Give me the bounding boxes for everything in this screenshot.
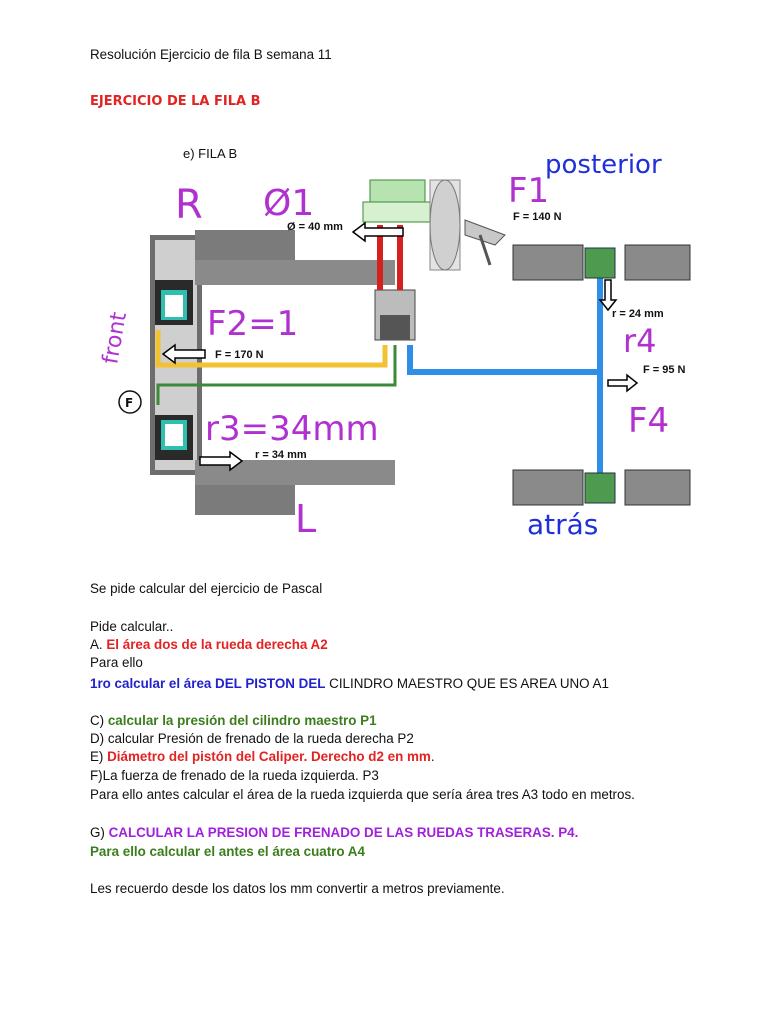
body-line-2: Pide calcular..: [90, 619, 174, 634]
label-force-170: F = 170 N: [215, 349, 264, 361]
hand-front: front: [98, 310, 132, 366]
hand-r3: r3=34mm: [205, 409, 379, 449]
body-line-3: A. El área dos de la rueda derecha A2: [90, 636, 328, 654]
item-g-text: CALCULAR LA PRESION DE FRENADO DE LAS RU…: [108, 825, 579, 840]
label-fila-b: e) FILA B: [183, 146, 237, 161]
hand-atras: atrás: [527, 508, 598, 535]
body-line-6: C) calcular la presión del cilindro maes…: [90, 712, 377, 730]
body-line-9: F)La fuerza de frenado de la rueda izqui…: [90, 768, 379, 783]
body-line-12: Para ello calcular el antes el área cuat…: [90, 844, 365, 859]
label-force-140: F = 140 N: [513, 211, 562, 223]
item-c-text: calcular la presión del cilindro maestro…: [107, 713, 377, 728]
brake-system-diagram: e) FILA B Ø = 40 mm F = 140 N F = 170 N …: [98, 146, 691, 535]
page-header: Resolución Ejercicio de fila B semana 11: [90, 47, 332, 62]
hand-F: F: [125, 396, 133, 410]
hand-F1: F1: [508, 171, 549, 211]
step-1-text: 1ro calcular el área DEL PISTON DEL: [90, 676, 326, 691]
step-1-rest: CILINDRO MAESTRO QUE ES AREA UNO A1: [325, 676, 609, 691]
item-e-text: Diámetro del pistón del Caliper. Derecho…: [107, 749, 431, 764]
hand-F-circle: [118, 390, 142, 414]
item-c-prefix: C): [90, 713, 108, 728]
rear-wheels: [512, 244, 691, 506]
label-radius-24: r = 24 mm: [612, 308, 664, 320]
item-e-suffix: .: [430, 749, 435, 764]
label-force-95: F = 95 N: [643, 364, 686, 376]
body-line-4: Para ello: [90, 655, 143, 670]
item-a-text: El área dos de la rueda derecha A2: [106, 637, 328, 652]
body-line-10: Para ello antes calcular el área de la r…: [90, 787, 635, 802]
body-line-7: D) calcular Presión de frenado de la rue…: [90, 731, 414, 746]
label-radius-34: r = 34 mm: [255, 449, 307, 461]
body-line-5: 1ro calcular el área DEL PISTON DEL CILI…: [90, 675, 609, 693]
hand-posterior: posterior: [545, 150, 662, 180]
label-diameter-40: Ø = 40 mm: [287, 221, 343, 233]
hand-phi: Ø1: [263, 183, 314, 224]
hand-r4: r4: [623, 322, 657, 360]
body-line-11: G) CALCULAR LA PRESION DE FRENADO DE LAS…: [90, 824, 578, 842]
front-left-caliper: [155, 415, 395, 515]
item-g-prefix: G): [90, 825, 109, 840]
exercise-heading: EJERCICIO DE LA FILA B: [90, 94, 261, 109]
body-line-8: E) Diámetro del pistón del Caliper. Dere…: [90, 748, 435, 766]
hand-F2: F2=1: [207, 304, 298, 344]
hand-L: L: [295, 497, 316, 535]
body-line-13: Les recuerdo desde los datos los mm conv…: [90, 881, 505, 896]
force-arrows: [161, 221, 639, 472]
body-line-1: Se pide calcular del ejercicio de Pascal: [90, 581, 323, 596]
hand-R: R: [175, 182, 203, 228]
item-a-prefix: A.: [90, 637, 107, 652]
master-cylinder: [362, 179, 506, 341]
hand-F4: F4: [628, 401, 669, 441]
item-e-prefix: E): [90, 749, 108, 764]
